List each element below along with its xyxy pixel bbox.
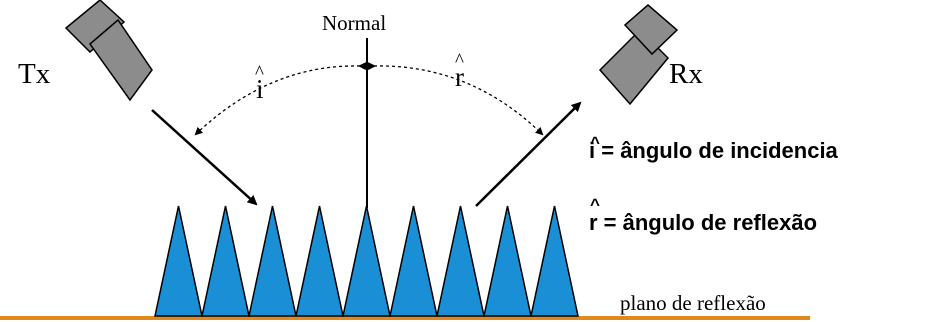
- incident-ray: [151, 109, 258, 206]
- reflection-symbol: r: [455, 62, 464, 92]
- absorber-pyramids: [154, 205, 579, 317]
- absorber-pyramid: [295, 205, 344, 317]
- absorber-pyramid: [436, 205, 485, 317]
- reflection-plane-label: plano de reflexão: [620, 291, 766, 315]
- reflected-ray: [475, 101, 582, 207]
- absorber-pyramid: [530, 205, 579, 317]
- absorber-pyramid: [389, 205, 438, 317]
- absorber-pyramid: [483, 205, 532, 317]
- absorber-pyramid: [248, 205, 297, 317]
- legend-incidence-line: i = ângulo de incidencia: [589, 138, 839, 163]
- tx-antenna-icon: [64, 0, 153, 102]
- legend-incidence-letter: i: [589, 138, 595, 163]
- absorber-pyramid: [342, 205, 391, 317]
- reflection-hat: ^: [455, 50, 464, 71]
- legend-reflection-hat: ^: [590, 195, 600, 214]
- rx-label: Rx: [669, 58, 703, 90]
- normal-label: Normal: [322, 11, 386, 35]
- rx-antenna-icon: [598, 4, 679, 106]
- legend-reflection-letter: r: [589, 210, 598, 235]
- tx-label: Tx: [18, 58, 51, 90]
- legend-incidence-hat: ^: [590, 133, 600, 152]
- legend: ^ i = ângulo de incidencia ^ r = ângulo …: [589, 133, 839, 235]
- legend-reflection-line: r = ângulo de reflexão: [589, 210, 817, 235]
- legend-reflection-text: = ângulo de reflexão: [598, 210, 817, 235]
- legend-incidence-text: = ângulo de incidencia: [595, 138, 838, 163]
- incidence-symbol: i: [256, 74, 264, 104]
- incidence-angle-arc: [194, 62, 367, 136]
- reflection-angle-arc: [367, 62, 544, 136]
- absorber-pyramid: [154, 205, 203, 317]
- absorber-pyramid: [201, 205, 250, 317]
- incidence-hat: ^: [255, 62, 264, 83]
